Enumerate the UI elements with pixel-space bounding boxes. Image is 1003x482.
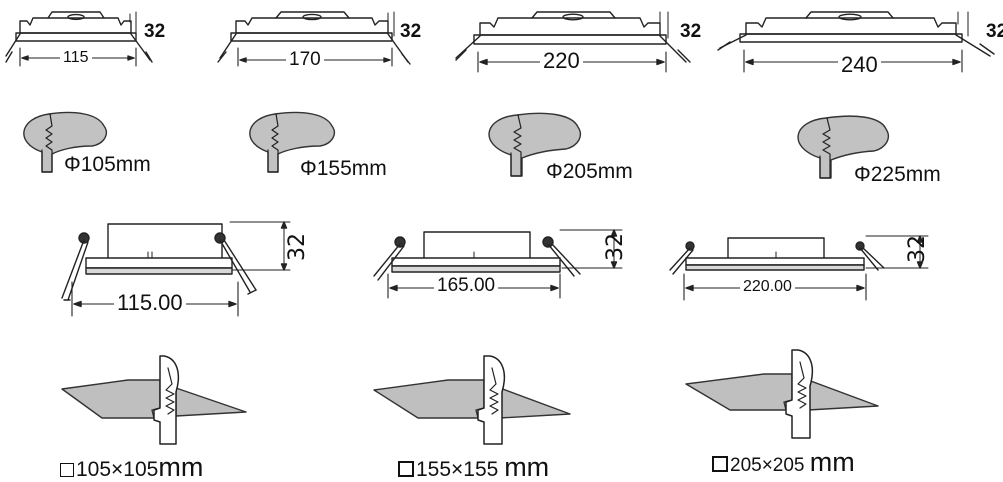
square-panel-3-height: 32 xyxy=(905,235,930,263)
round-cutout-2-label: Φ155mm xyxy=(300,157,387,180)
square-cutout-1-unit: mm xyxy=(158,452,204,482)
round-cutout-sketch-3 xyxy=(488,112,582,177)
round-panel-1-width: 115 xyxy=(60,50,92,66)
round-panel-4-height: 32 xyxy=(986,21,1003,42)
square-panel-1-width: 115.00 xyxy=(114,292,186,314)
round-panel-side-view-3 xyxy=(455,11,691,73)
round-cutout-4-label: Φ225mm xyxy=(854,163,941,186)
square-panel-2-width: 165.00 xyxy=(434,276,499,295)
square-panel-2-height: 32 xyxy=(603,233,628,261)
square-cutout-2-unit: mm xyxy=(504,452,550,482)
round-panel-4-width: 240 xyxy=(838,54,881,76)
round-panel-side-view-4 xyxy=(717,11,995,73)
round-cutout-sketch-2 xyxy=(249,111,336,173)
square-cutout-1-label: 105×105mm xyxy=(60,454,203,481)
round-panel-side-view-2 xyxy=(217,11,411,67)
square-cutout-sketch-3 xyxy=(685,349,879,439)
square-panel-side-view-2 xyxy=(373,229,623,299)
round-cutout-sketch-4 xyxy=(797,115,890,179)
round-panel-3-width: 220 xyxy=(540,50,583,72)
square-cutout-1-size: 105×105 xyxy=(76,458,159,481)
round-cutout-sketch-1 xyxy=(23,111,108,173)
round-panel-3-height: 32 xyxy=(680,21,702,42)
square-panel-3-width: 220.00 xyxy=(740,279,795,295)
round-panel-2-height: 32 xyxy=(400,21,422,42)
round-cutout-3-label: Φ205mm xyxy=(546,160,633,183)
square-symbol-icon xyxy=(712,456,728,472)
round-cutout-1-label: Φ105mm xyxy=(64,153,151,176)
square-panel-side-view-3 xyxy=(669,235,929,301)
square-cutout-2-label: 155×155 mm xyxy=(398,454,549,481)
round-panel-1-height: 32 xyxy=(144,21,166,42)
square-cutout-sketch-2 xyxy=(373,355,571,445)
square-panel-1-height: 32 xyxy=(285,233,310,261)
square-cutout-2-size: 155×155 xyxy=(416,458,505,481)
square-panel-side-view-1 xyxy=(61,221,291,317)
square-cutout-sketch-1 xyxy=(61,355,247,445)
square-symbol-icon xyxy=(398,461,414,477)
round-panel-2-width: 170 xyxy=(286,50,324,69)
square-cutout-3-size: 205×205 xyxy=(730,455,810,476)
square-cutout-3-unit: mm xyxy=(809,447,855,477)
square-symbol-icon xyxy=(60,463,74,477)
square-cutout-3-label: 205×205 mm xyxy=(712,449,855,476)
